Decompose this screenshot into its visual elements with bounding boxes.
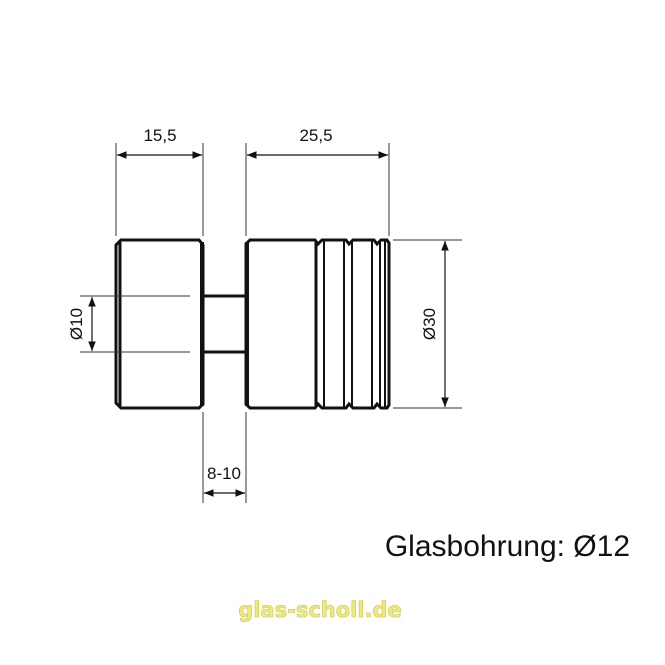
dim-shaft-diameter: Ø10 — [67, 308, 86, 340]
right-body — [244, 238, 391, 410]
shaft — [203, 294, 245, 354]
extension-lines — [80, 143, 462, 503]
logo-text: glas-scholl.de — [238, 598, 402, 622]
glass-hole-caption: Glasbohrung: Ø12 — [385, 530, 630, 563]
dim-body-length: 25,5 — [299, 126, 332, 145]
dim-glass-thickness: 8-10 — [207, 464, 241, 483]
dimension-lines — [88, 151, 449, 497]
left-knob — [114, 238, 205, 410]
dim-outer-diameter: Ø30 — [420, 308, 439, 340]
dim-knob-length: 15,5 — [143, 126, 176, 145]
